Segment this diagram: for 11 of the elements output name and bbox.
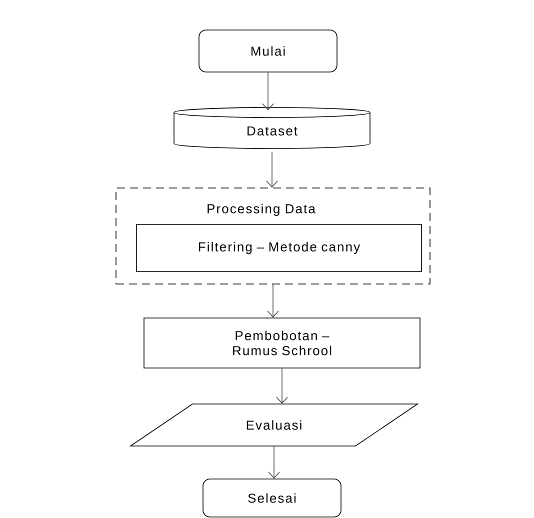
arrow — [268, 446, 280, 479]
arrow — [267, 284, 279, 318]
terminal-box: Selesai — [202, 478, 342, 518]
arrow — [276, 368, 288, 404]
arrow — [262, 72, 274, 110]
process-box: Pembobotan – Rumus Schrool — [144, 318, 420, 368]
process-box: Filtering – Metode canny — [136, 224, 422, 272]
arrow — [266, 151, 278, 188]
database-cylinder: Dataset — [174, 107, 370, 149]
terminal-box: Mulai — [198, 30, 338, 72]
node-label: Dataset — [248, 126, 298, 136]
